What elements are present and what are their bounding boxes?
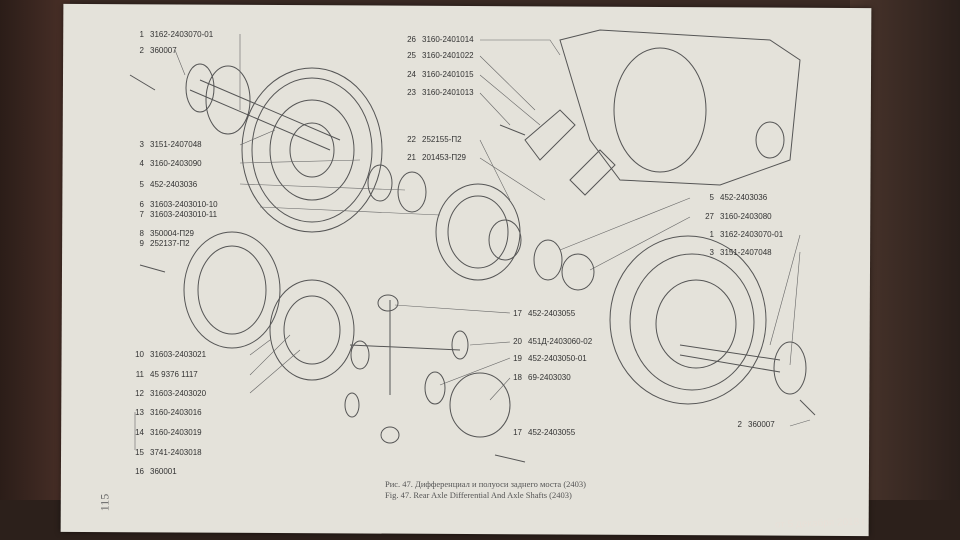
satellite-gear-right <box>451 330 469 360</box>
seal-ring <box>367 164 393 202</box>
bearing-left <box>397 171 427 213</box>
caption-ru: Рис. 47. Дифференциал и полуоси заднего … <box>385 479 586 489</box>
right-axle-flange <box>773 341 807 395</box>
left-brake-drum <box>241 67 383 233</box>
page-number: 115 <box>97 493 112 512</box>
right-axle-shaft <box>679 344 781 373</box>
leader-lines <box>134 34 811 450</box>
side-gear <box>350 340 370 370</box>
background-fabric-left <box>0 0 70 540</box>
differential-case-half <box>449 372 511 438</box>
bearing-right <box>533 239 563 281</box>
satellite-gear-bottom <box>380 426 400 444</box>
caption-en: Fig. 47. Rear Axle Differential And Axle… <box>385 490 572 500</box>
satellite-gear-top <box>377 294 399 312</box>
crown-gear-left <box>183 231 281 349</box>
pinion-flange <box>561 253 595 291</box>
crown-gear-center <box>435 183 521 281</box>
left-axle-flange <box>185 63 215 113</box>
axle-housing <box>559 29 801 186</box>
bearing-cap-upper <box>524 109 576 161</box>
right-axle-bolt <box>799 399 816 416</box>
cap-bolt <box>499 124 526 136</box>
side-gear-right <box>424 371 446 405</box>
left-axle-bolt <box>129 74 156 91</box>
differential-cross-axle <box>349 300 461 395</box>
case-bolt <box>494 454 526 463</box>
bearing-cap-lower <box>569 149 616 196</box>
right-brake-drum <box>609 235 767 405</box>
crown-gear-bolt <box>139 264 166 273</box>
differential-case <box>269 279 355 381</box>
left-axle-shaft <box>189 79 341 151</box>
